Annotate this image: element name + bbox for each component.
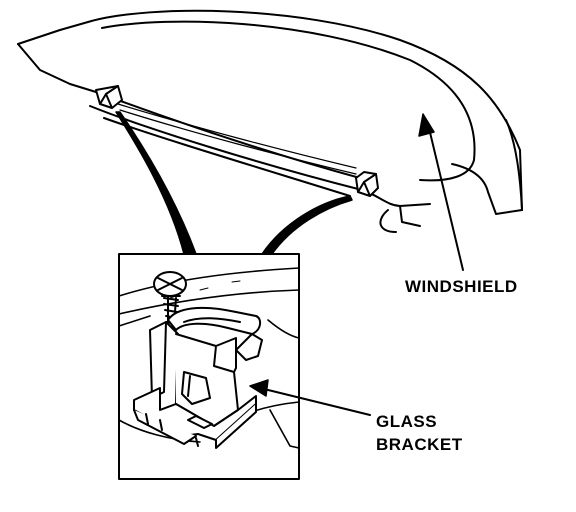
glass-bracket-callout-arrow bbox=[249, 379, 371, 416]
glass-bracket-label-line-2: BRACKET bbox=[376, 435, 463, 454]
bracket-right-on-windshield bbox=[355, 171, 379, 197]
glass-bracket-label: GLASS BRACKET bbox=[376, 410, 463, 456]
bracket-left-on-windshield bbox=[95, 85, 123, 109]
glass-shading-lines bbox=[117, 103, 357, 175]
windshield-label: WINDSHIELD bbox=[405, 277, 518, 296]
windshield-callout-arrow bbox=[418, 113, 464, 271]
glass-bracket-label-line-1: GLASS bbox=[376, 412, 438, 431]
glass-bracket-part bbox=[133, 306, 263, 449]
